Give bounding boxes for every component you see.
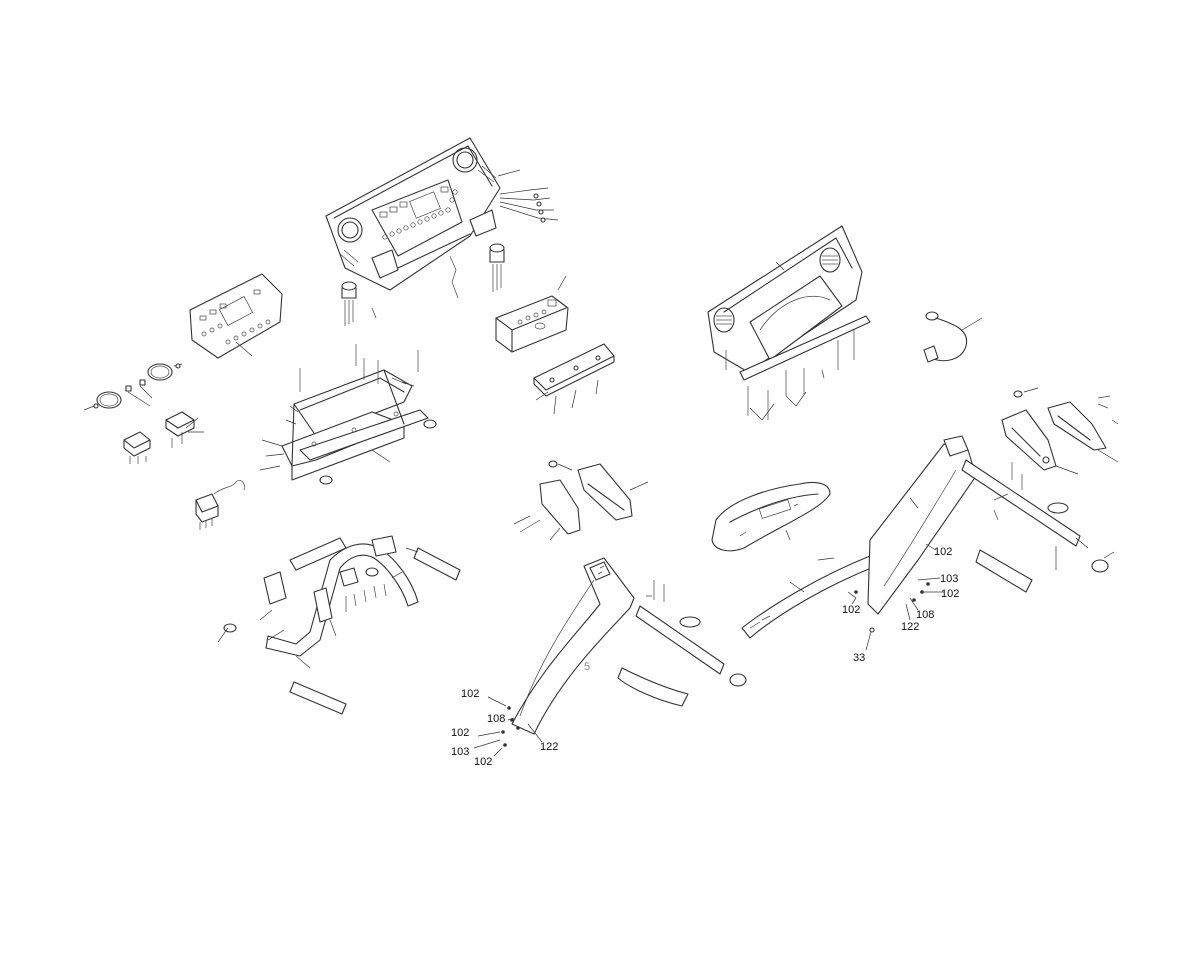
callout-103: 103: [451, 746, 469, 758]
power-module: [196, 480, 244, 530]
console-frame: [260, 344, 436, 484]
callout-5: 5: [584, 661, 590, 673]
wire-harness: [924, 312, 982, 362]
left-upright-assembly: 5: [474, 558, 746, 756]
callout-122: 122: [901, 621, 919, 633]
handlebar-assembly-left: [218, 536, 460, 714]
main-console-assembly: [326, 138, 558, 326]
console-rear-shroud: [708, 226, 870, 420]
accessory-tray: [712, 482, 830, 550]
callout-103: 103: [940, 573, 958, 585]
callout-102-upper: 102: [934, 546, 952, 558]
display-overlay-panel: [190, 274, 282, 358]
callout-102-left: 102: [842, 604, 860, 616]
callout-102-top: 102: [461, 688, 479, 700]
callout-102-bottom: 102: [474, 756, 492, 768]
callout-122: 122: [540, 741, 558, 753]
callout-102-mid: 102: [451, 727, 469, 739]
callout-108: 108: [916, 609, 934, 621]
callout-102-right: 102: [941, 588, 959, 600]
callout-108: 108: [487, 713, 505, 725]
grip-covers-center: [514, 461, 648, 540]
grip-covers-right: [1002, 388, 1118, 474]
control-board: [496, 276, 614, 414]
fan-covers-left: [84, 364, 204, 464]
callout-33: 33: [853, 652, 865, 664]
